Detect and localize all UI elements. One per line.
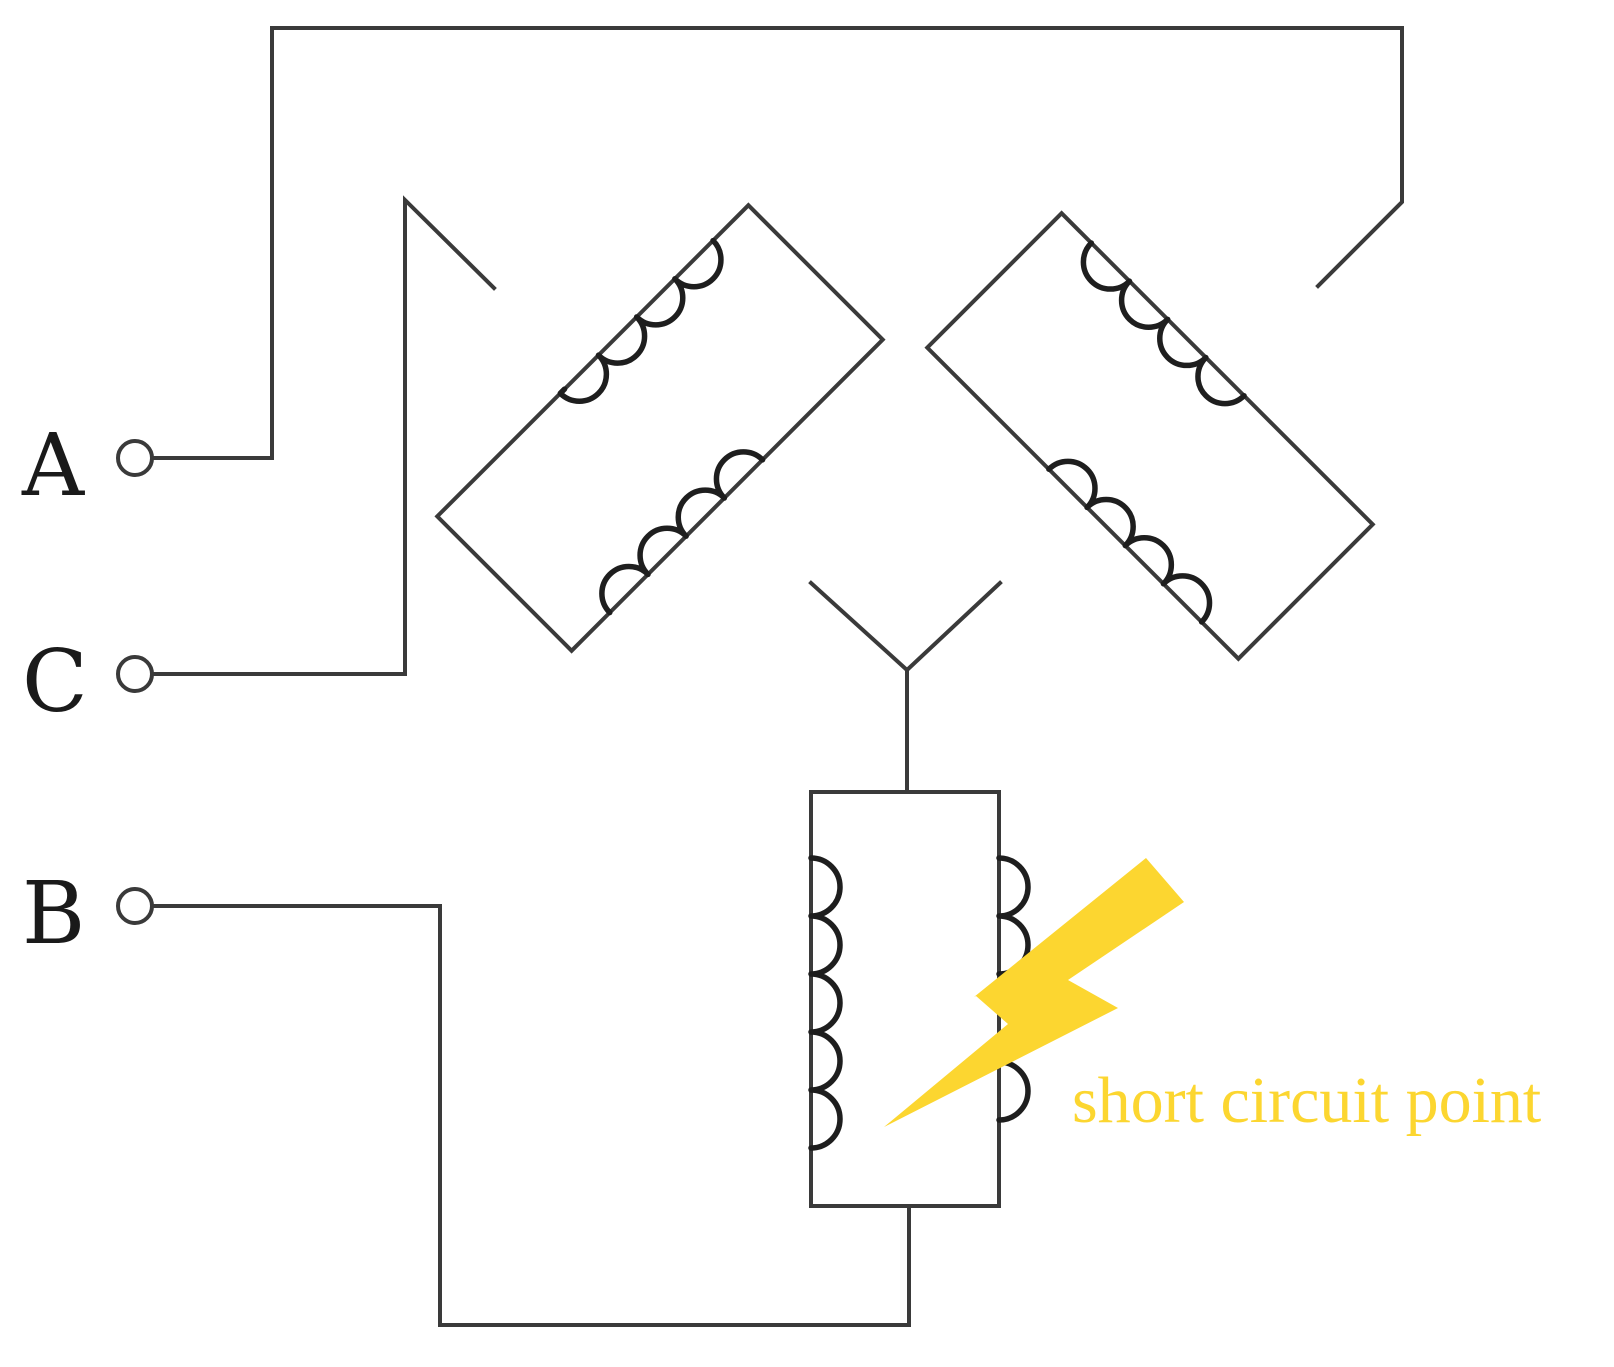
wire-neutral-left bbox=[808, 580, 910, 673]
terminal-a[interactable] bbox=[116, 439, 154, 477]
winding-right-frame bbox=[924, 210, 1376, 662]
winding-left-coil-1 bbox=[557, 237, 724, 405]
short-circuit-label: short circuit point bbox=[1072, 1064, 1541, 1137]
wires bbox=[153, 26, 1404, 1327]
terminal-group: A C B bbox=[21, 416, 154, 964]
wire-a bbox=[153, 26, 1404, 460]
winding-bottom-coil-right bbox=[996, 855, 1031, 977]
winding-bottom-coil-left bbox=[808, 855, 843, 1151]
winding-right-coil-2 bbox=[1046, 458, 1213, 625]
wire-b bbox=[153, 904, 911, 1327]
terminal-label-a: A bbox=[21, 416, 85, 516]
winding-bottom-coil-right-lower bbox=[996, 1059, 1031, 1123]
winding-left-coil-2 bbox=[599, 449, 766, 616]
terminal-label-b: B bbox=[22, 864, 85, 964]
terminal-label-c: C bbox=[22, 632, 88, 732]
lightning-bolt-icon bbox=[884, 858, 1184, 1127]
wire-c bbox=[153, 195, 497, 676]
winding-left-frame bbox=[434, 202, 886, 654]
winding-left bbox=[434, 202, 886, 654]
terminal-b[interactable] bbox=[116, 887, 154, 925]
winding-right bbox=[924, 210, 1376, 662]
terminal-c[interactable] bbox=[116, 655, 154, 693]
winding-right-coil-1 bbox=[1080, 240, 1247, 407]
wire-neutral-right bbox=[904, 580, 1003, 673]
